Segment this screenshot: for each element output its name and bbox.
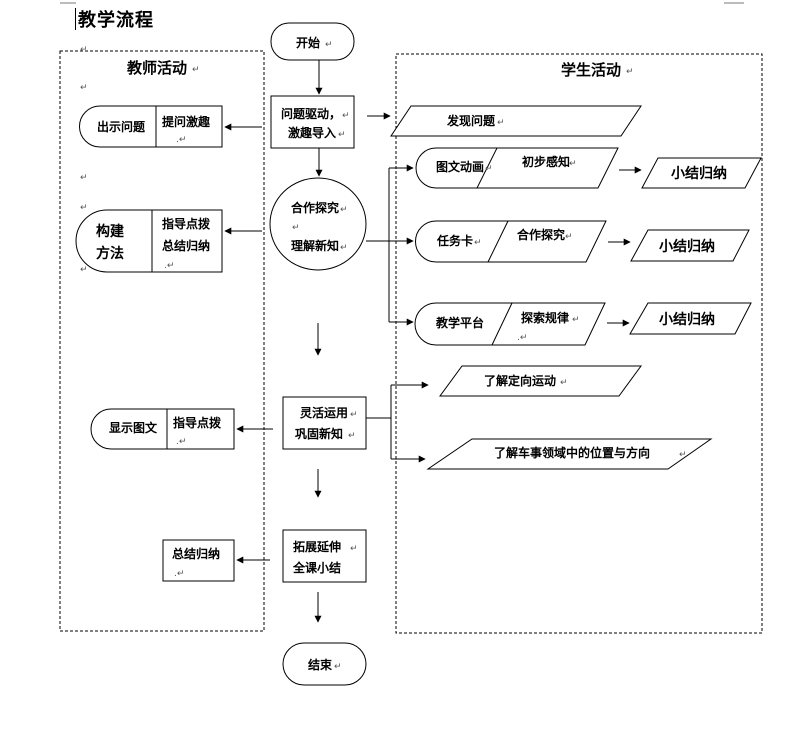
teacher-build-node <box>75 209 223 273</box>
svg-text:↵: ↵ <box>338 130 346 140</box>
step2-line1: 合作探究 <box>291 200 339 215</box>
svg-text:.↵: .↵ <box>176 135 186 145</box>
student-summary2 <box>630 229 750 262</box>
svg-text:↵: ↵ <box>80 203 88 213</box>
teacher-show-right: 指导点拨 <box>173 415 222 430</box>
svg-text:↵: ↵ <box>80 265 88 275</box>
teacher-build-left1: 构建 <box>96 223 124 240</box>
svg-text:↵: ↵ <box>325 40 333 50</box>
svg-text:↵: ↵ <box>340 243 348 253</box>
svg-text:.↵: .↵ <box>164 261 174 271</box>
teacher-summary-label: 总结归纳 <box>172 546 220 561</box>
svg-text:.↵: .↵ <box>517 333 527 343</box>
student-row3-left: 教学平台 <box>435 315 484 330</box>
svg-text:↵: ↵ <box>342 111 350 121</box>
step4-box <box>282 529 367 583</box>
step3-line2: 巩固新知 <box>295 426 343 441</box>
student-summary3-label: 小结归纳 <box>659 311 715 328</box>
end-label: 结束 <box>308 657 333 672</box>
student-panel <box>395 53 763 634</box>
svg-text:↵: ↵ <box>340 205 348 215</box>
student-apply2-label: 了解车事领域中的位置与方向 <box>494 445 650 460</box>
student-summary1 <box>641 157 762 189</box>
svg-text:↵: ↵ <box>164 238 172 248</box>
paragraph-marks: ↵ ↵ ↵ ↵ ↵ ↵ ↵ <box>80 45 634 275</box>
student-discover-label: 发现问题 <box>446 113 496 128</box>
svg-text:↵: ↵ <box>192 65 200 75</box>
svg-text:↵: ↵ <box>80 83 88 93</box>
teacher-show-node <box>90 408 235 450</box>
svg-text:↵: ↵ <box>560 378 568 388</box>
svg-text:↵: ↵ <box>292 223 300 233</box>
teacher-question-node <box>79 105 223 148</box>
teacher-panel <box>59 50 265 632</box>
teacher-build-right1: 指导点拨 <box>162 216 211 231</box>
teacher-question-left: 出示问题 <box>97 119 146 134</box>
svg-text:↵: ↵ <box>565 232 573 242</box>
svg-text:.↵: .↵ <box>174 569 184 579</box>
teacher-summary-box <box>162 539 235 582</box>
step1-line2: 激趣导入 <box>288 125 336 140</box>
svg-text:↵: ↵ <box>485 164 493 174</box>
svg-text:↵: ↵ <box>202 119 210 129</box>
student-row2-right: 合作探究 <box>517 227 565 242</box>
teacher-build-left2: 方法 <box>96 245 124 262</box>
start-label: 开始 <box>296 35 320 50</box>
svg-text:↵: ↵ <box>334 662 342 672</box>
start-node <box>270 22 355 61</box>
student-header: 学生活动 <box>561 61 621 79</box>
student-summary3 <box>629 302 752 335</box>
student-row3-node <box>414 302 606 346</box>
svg-text:↵: ↵ <box>350 544 358 554</box>
step1-box <box>270 95 355 149</box>
step4-line1: 拓展延伸 <box>293 539 341 554</box>
svg-text:↵: ↵ <box>350 410 358 420</box>
student-row1-left: 图文动画 <box>436 159 484 174</box>
svg-text:↵: ↵ <box>348 431 356 441</box>
student-summary2-label: 小结归纳 <box>659 238 715 255</box>
step3-line1: 灵活运用 <box>300 405 348 420</box>
end-node <box>282 642 367 686</box>
teacher-show-left: 显示图文 <box>109 420 158 435</box>
svg-text:↵: ↵ <box>626 67 634 77</box>
svg-text:.↵: .↵ <box>176 437 186 447</box>
student-discover-node <box>390 105 642 137</box>
student-apply1-label: 了解定向运动 <box>484 373 556 388</box>
step2-circle <box>269 177 367 271</box>
teacher-question-right: 提问激趣 <box>162 114 211 129</box>
svg-text:↵: ↵ <box>569 159 577 169</box>
teacher-header: 教师活动 <box>126 59 187 77</box>
student-row2-left: 任务卡 <box>436 233 473 248</box>
svg-text:↵: ↵ <box>474 238 482 248</box>
step3-box <box>282 396 367 450</box>
step4-line2: 全课小结 <box>292 560 341 575</box>
student-apply1 <box>439 365 642 397</box>
student-apply2 <box>426 438 713 470</box>
step2-line2: 理解新知 <box>291 238 339 253</box>
student-row3-right: 探索规律 <box>521 310 569 325</box>
step1-line1: 问题驱动， <box>281 106 341 121</box>
student-row1-node <box>415 147 619 189</box>
student-row1-right: 初步感知 <box>522 154 570 169</box>
student-row2-node <box>415 220 607 263</box>
student-summary1-label: 小结归纳 <box>671 165 727 182</box>
teacher-build-right2: 总结归纳 <box>162 238 210 253</box>
svg-text:↵: ↵ <box>572 315 580 325</box>
svg-text:↵: ↵ <box>80 45 88 55</box>
svg-text:↵: ↵ <box>497 118 505 128</box>
svg-text:↵: ↵ <box>679 450 687 460</box>
svg-text:↵: ↵ <box>80 173 88 183</box>
page-title: 教学流程 <box>75 6 154 32</box>
